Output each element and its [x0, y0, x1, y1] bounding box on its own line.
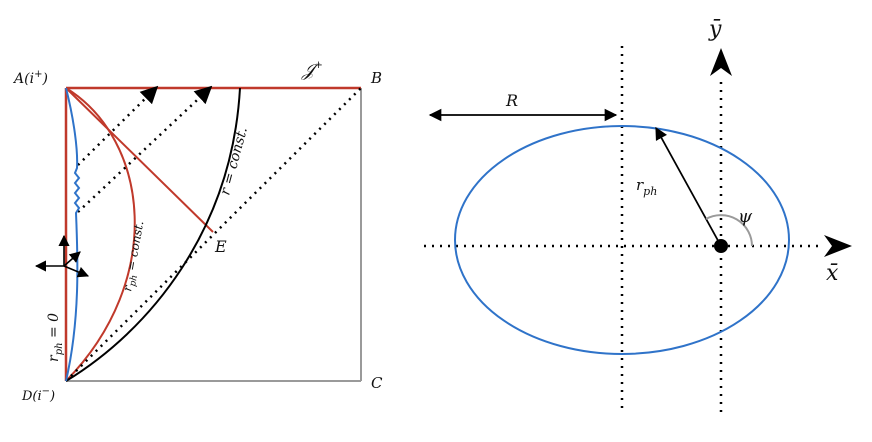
- rph-zero-label: rph = 0: [46, 313, 65, 362]
- xbar-label: x̄: [826, 261, 839, 286]
- curve-rph-const: [65, 87, 136, 382]
- null-ray-2: [77, 85, 213, 213]
- psi-label: ψ: [738, 206, 753, 227]
- curve-r-const: [65, 87, 241, 382]
- R-label: R: [505, 91, 518, 110]
- x-axis-arrowhead: [824, 235, 852, 257]
- ellipse-diagram: R rph ψ x̄ ȳ: [424, 17, 852, 412]
- rph-const-label: rph = const.: [120, 220, 149, 293]
- rph-arrow: [655, 126, 722, 247]
- local-frame: [34, 234, 90, 278]
- scri-plus-label: 𝒥+: [301, 60, 323, 81]
- corner-B-label: B: [370, 69, 382, 87]
- null-ray-1: [77, 85, 159, 166]
- penrose-diagram: A(i+) B C D(i−) E 𝒥+ r = const. rph = co…: [12, 60, 383, 404]
- ybar-label: ȳ: [708, 17, 722, 42]
- photon-ellipse: [454, 125, 790, 355]
- y-axis-arrowhead: [710, 48, 732, 76]
- r-const-label: r = const.: [217, 125, 251, 197]
- blue-worldline: [65, 87, 81, 382]
- center-point: [714, 239, 728, 253]
- corner-A-label: A(i+): [12, 69, 48, 87]
- point-E-label: E: [214, 237, 227, 256]
- rph-label: rph: [636, 176, 657, 198]
- corner-C-label: C: [371, 374, 383, 392]
- psi-angle-arc: [705, 214, 753, 247]
- line-A-E: [65, 87, 214, 233]
- corner-D-label: D(i−): [21, 386, 55, 404]
